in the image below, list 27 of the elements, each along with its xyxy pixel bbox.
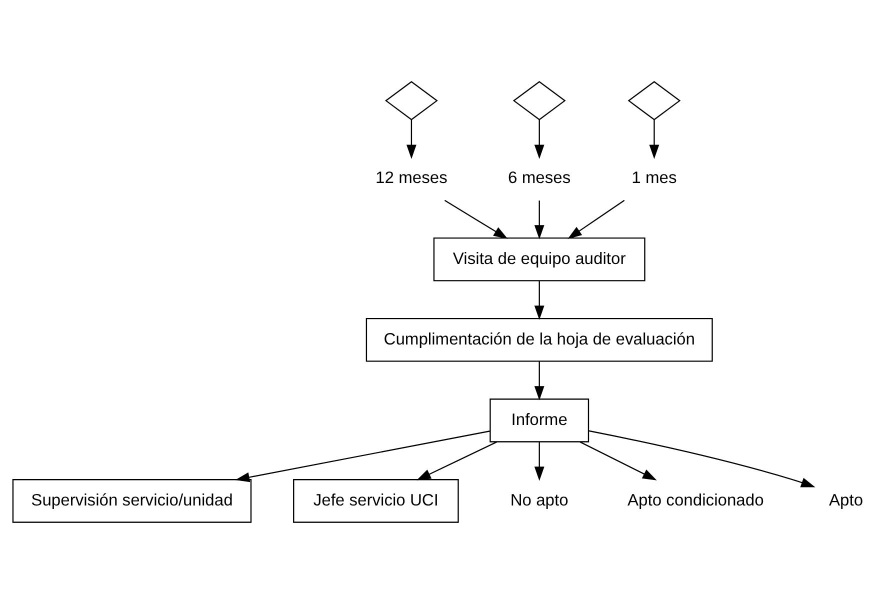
node-box: Informe	[490, 398, 590, 442]
node-box: Cumplimentación de la hoja de evaluación	[366, 318, 713, 362]
node-text: 1 mes	[632, 168, 677, 188]
node-text: Apto condicionado	[628, 490, 764, 510]
node-diamond	[385, 81, 438, 120]
arrow	[534, 362, 544, 400]
arrow	[534, 442, 544, 481]
node-diamond	[628, 81, 681, 120]
arrow	[649, 120, 660, 159]
node-box: Visita de equipo auditor	[433, 237, 646, 282]
arrow	[580, 441, 657, 480]
arrow	[534, 120, 544, 159]
node-box: Jefe servicio UCI	[293, 479, 459, 523]
arrow	[406, 120, 416, 159]
arrow	[534, 281, 544, 320]
node-text: No apto	[510, 490, 568, 510]
arrow	[588, 430, 816, 488]
arrow	[568, 200, 625, 239]
arrow	[235, 430, 490, 482]
node-text: 12 meses	[376, 168, 448, 188]
arrow	[416, 441, 498, 480]
node-text: 6 meses	[508, 168, 571, 188]
arrow	[444, 200, 508, 239]
node-text: Apto	[829, 490, 864, 510]
arrow	[534, 200, 544, 240]
node-diamond	[512, 81, 566, 120]
node-box: Supervisión servicio/unidad	[12, 479, 252, 523]
